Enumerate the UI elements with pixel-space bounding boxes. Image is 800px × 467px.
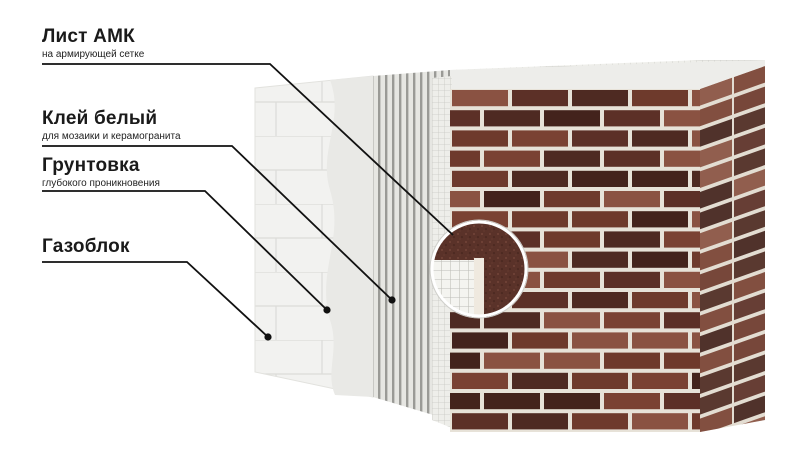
label-primer: Грунтовка глубокого проникновения [42,155,160,190]
leader-dot-gasblock [264,333,272,341]
leader-line-gasblock [42,261,269,338]
leader-lines [42,63,454,338]
leader-line-amk [42,63,454,236]
label-amk: Лист АМК на армирующей сетке [42,26,144,61]
brick-front-face [450,89,700,432]
leader-dot-primer [323,306,331,314]
leader-dots [264,296,396,341]
leader-line-glue [42,145,393,301]
primer-layer [326,76,373,397]
label-amk-subtitle: на армирующей сетке [42,49,145,60]
label-primer-title: Грунтовка [42,155,140,176]
label-glue-title: Клей белый [42,108,158,129]
adhesive-layer [373,70,450,420]
label-gasblock: Газоблок [42,236,130,258]
label-glue-subtitle: для мозаики и керамогранита [42,131,181,142]
label-gasblock-title: Газоблок [42,236,130,257]
brick-side-face [700,66,765,432]
leader-dot-glue [388,296,396,304]
label-glue: Клей белый для мозаики и керамогранита [42,108,181,143]
leader-line-primer [42,190,328,311]
label-primer-subtitle: глубокого проникновения [42,178,160,189]
label-amk-title: Лист АМК [42,26,135,47]
